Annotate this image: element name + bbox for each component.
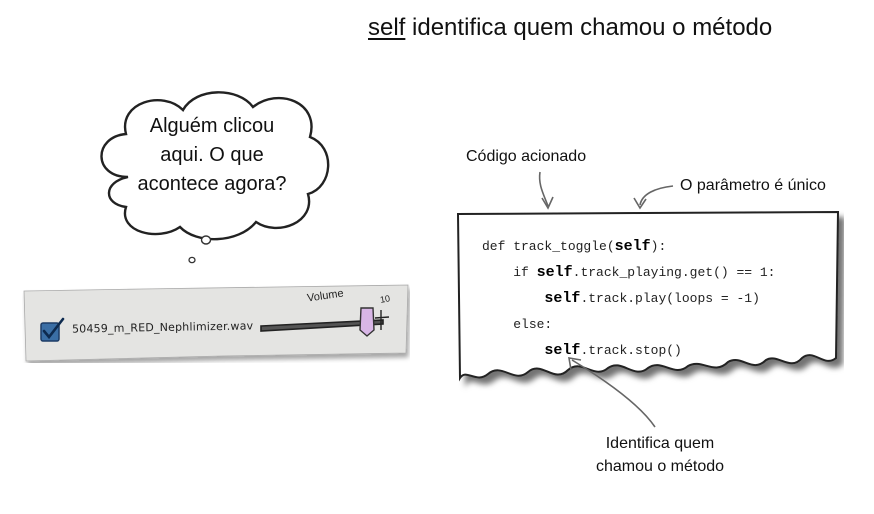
cloud-line: acontece agora? (137, 173, 287, 195)
volume-slider[interactable] (255, 300, 395, 345)
annotation-unique-param: O parâmetro é único (680, 177, 826, 194)
thought-bubbles (188, 235, 212, 264)
volume-slider-thumb[interactable] (359, 307, 375, 337)
code-line: self.track.stop() (482, 338, 775, 364)
code-block: def track_toggle(self): if self.track_pl… (482, 234, 775, 364)
code-token: ): (650, 239, 667, 254)
title-keyword: self (368, 14, 406, 41)
code-token: .track.play(loops = -1) (580, 291, 760, 306)
code-line: def track_toggle(self): (482, 234, 775, 260)
page-title: self identifica quem chamou o método (368, 14, 772, 42)
code-token: if (513, 265, 537, 280)
annotation-line: Identifica quem (605, 435, 715, 452)
code-token: .track.stop() (580, 343, 682, 358)
annotation-identifies: Identifica quem chamou o método (575, 432, 745, 478)
title-rest: identifica quem chamou o método (405, 14, 773, 41)
code-line: if self.track_playing.get() == 1: (482, 260, 775, 286)
cloud-line: aqui. O que (160, 144, 264, 166)
code-paper (456, 210, 840, 382)
code-line: self.track.play(loops = -1) (482, 286, 775, 312)
thought-cloud (100, 91, 330, 241)
code-keyword-self: self (544, 290, 581, 307)
checkbox-checked-icon[interactable] (38, 317, 66, 345)
annotation-line: chamou o método (595, 458, 725, 475)
cloud-text: Alguém clicou aqui. O que acontece agora… (118, 112, 306, 199)
code-token: def track_toggle( (482, 239, 615, 254)
code-line: else: (482, 312, 775, 338)
annotation-triggered: Código acionado (466, 148, 587, 165)
code-keyword-self: self (544, 342, 581, 359)
track-widget-strip (23, 284, 409, 362)
code-token: .track_playing.get() == 1: (572, 265, 776, 280)
cloud-line: Alguém clicou (149, 115, 275, 137)
code-keyword-self: self (614, 238, 651, 255)
code-token: else: (513, 317, 553, 332)
code-keyword-self: self (536, 264, 573, 281)
